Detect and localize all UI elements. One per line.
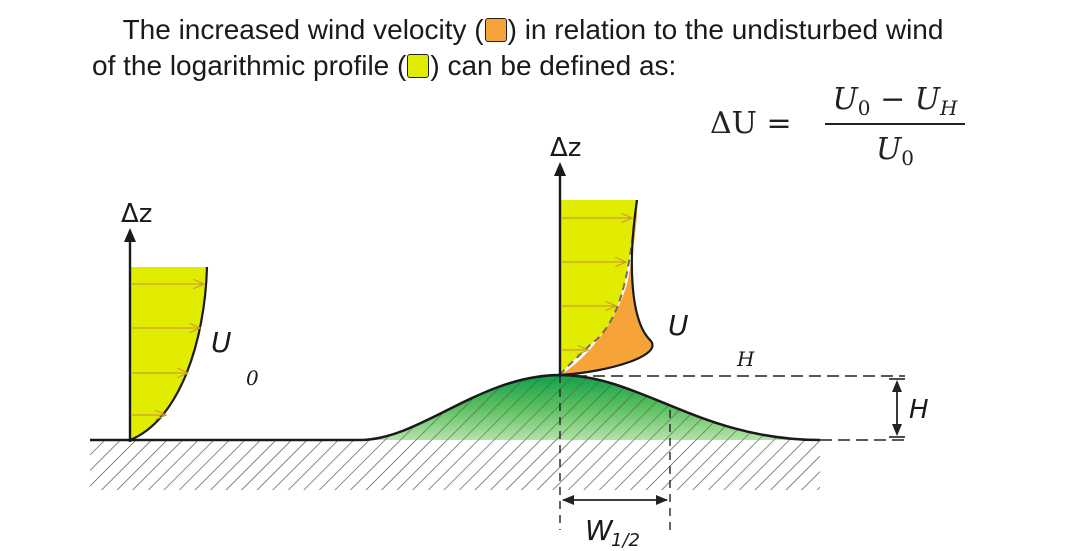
right-speedup-curve [559,199,654,377]
u0-sub-label: 0 [246,366,259,390]
yellow-swatch-icon [407,54,430,78]
hill-height-label: H [909,395,929,425]
right-profile-arrows [562,218,632,350]
speedup-region [560,200,653,375]
formula-denominator: U0 [825,130,965,170]
left-log-profile [130,267,207,440]
right-axis-arrowhead [554,162,566,176]
hill-height-arrow-bottom [892,424,902,436]
intro-line2-text-b: ) can be defined as: [430,50,677,81]
formula-lhs: ΔU = [710,106,792,141]
formula-fraction: U0 − UH U0 [825,80,965,170]
ground-hatch-fill [90,440,820,490]
formula-den-u0-sub: 0 [901,146,915,170]
formula-minus: − [870,82,915,117]
formula-den-u0: U [875,132,902,167]
half-width-arrow-left [562,495,574,505]
right-axis-label: Δz [550,133,581,163]
half-width-arrow-right [656,495,668,505]
u0-label: U [211,326,232,359]
uh-sub-label: H [736,347,755,371]
intro-line1-text-b: ) in relation to the undisturbed wind [507,14,944,45]
formula-num-uh: U [914,82,941,117]
hill-hatch [360,375,820,440]
fraction-bar [825,123,965,125]
intro-line-2: of the logarithmic profile ( ) can be def… [0,48,1066,84]
formula-num-u0: U [832,82,858,117]
intro-text: The increased wind velocity ( ) in relati… [0,12,1066,84]
half-width-sub-label: 1/2 [611,530,640,551]
right-log-profile [560,200,637,375]
intro-line-1: The increased wind velocity ( ) in relati… [0,12,1066,48]
hill-height-arrow-top [892,380,902,392]
formula-numerator: U0 − UH [825,80,965,120]
intro-line2-text-a: of the logarithmic profile ( [92,50,407,81]
intro-line1-text-a: The increased wind velocity ( [122,14,484,45]
formula-num-uh-sub: H [940,96,958,120]
right-dashed-log-curve [559,199,638,376]
half-width-label: W [585,514,614,547]
uh-label: U [668,309,689,342]
left-axis-arrowhead [124,228,136,242]
orange-swatch-icon [484,18,507,42]
formula-num-u0-sub: 0 [857,96,871,120]
left-profile-arrows [132,284,204,415]
left-axis-label: Δz [121,199,152,229]
